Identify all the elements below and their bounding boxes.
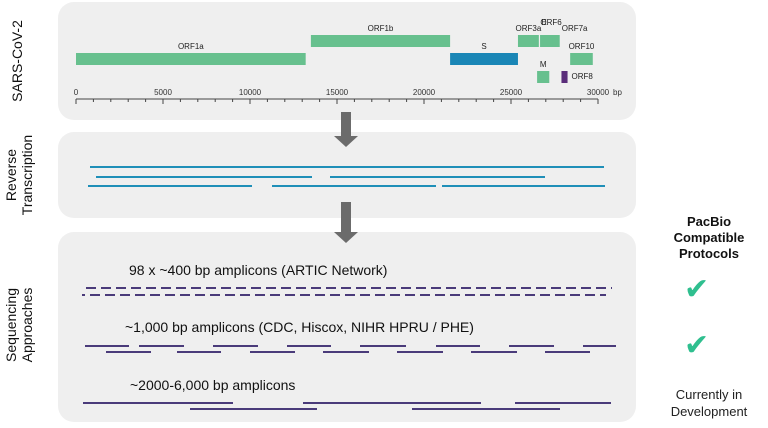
axis-tick-label: 20000 [413,88,436,97]
rt-reads [88,166,605,187]
compatibility-header-line2: Compatible [673,230,745,245]
axis-tick-label: 30000 [587,88,610,97]
gene-label-orf1b: ORF1b [368,24,394,33]
gene-label-orf10: ORF10 [569,42,595,51]
gene-label-e: E [541,18,546,27]
rt-panel-title-line1: Reverse [3,149,19,201]
gene-orf3a [517,35,539,47]
artic-amplicons [82,287,612,296]
axis-tick-label: 25000 [500,88,523,97]
artic-check-icon: ✔ [684,272,710,307]
compatibility-header: PacBio Compatible Protocols [662,214,756,262]
gene-label-orf6: ORF6 [540,18,562,27]
genome-panel [58,2,636,120]
gene-orf1b [310,35,451,47]
seq-panel-title-line2: Approaches [19,288,35,363]
cdc-approach-label: ~1,000 bp amplicons (CDC, Hiscox, NIHR H… [125,319,474,335]
sequencing-panel [58,232,636,422]
development-status-line2: Development [670,404,748,419]
gene-e [540,35,549,47]
axis-tick-label: 5000 [154,88,172,97]
cdc-amplicons [85,345,616,353]
axis-tick-label: 15000 [326,88,349,97]
down-arrow-1 [334,112,358,147]
gene-label-orf8: ORF8 [572,72,594,81]
compatibility-header-line3: Protocols [679,246,739,261]
genome-panel-title: SARS-CoV-2 [9,20,25,102]
gene-orf8 [561,71,568,83]
axis-tick-label: 10000 [239,88,262,97]
axis-tick-label: 0 [74,88,79,97]
gene-label-orf3a: ORF3a [516,24,542,33]
gene-m [537,71,550,83]
compatibility-header-line1: PacBio [686,214,732,229]
gene-label-orf7a: ORF7a [562,24,588,33]
gene-orf10 [570,53,593,65]
long-approach-label: ~2000-6,000 bp amplicons [130,377,295,393]
rt-panel-title-line2: Transcription [19,135,35,215]
gene-orf1a [76,53,306,65]
seq-panel-title-line1: Sequencing [3,288,19,362]
genome-axis: 0 5000 10000 15000 20000 25000 30000 [74,88,610,104]
gene-label-s: S [481,42,486,51]
gene-orf6 [547,35,556,47]
down-arrow-2 [334,202,358,243]
axis-unit-label: bp [613,88,622,97]
gene-orf7a [552,35,560,47]
development-status-line1: Currently in [675,387,743,402]
artic-approach-label: 98 x ~400 bp amplicons (ARTIC Network) [129,262,387,278]
cdc-check-icon: ✔ [684,328,710,363]
long-amplicons [83,402,611,410]
rt-panel [58,132,636,218]
development-status: Currently in Development [655,386,763,420]
gene-label-orf1a: ORF1a [178,42,204,51]
gene-label-m: M [540,60,547,69]
gene-s [450,53,518,65]
